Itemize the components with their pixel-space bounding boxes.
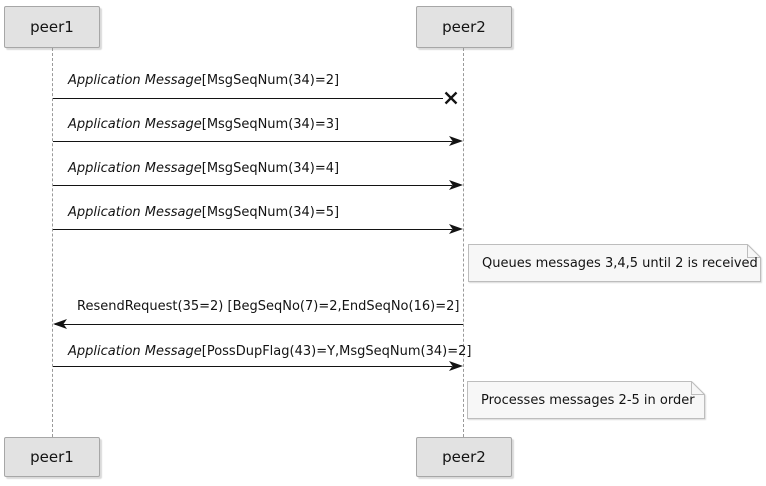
message-label-italic: Application Message [68, 73, 202, 88]
lost-message-x-icon [444, 91, 458, 105]
note-shape-icon [467, 381, 705, 419]
note-shape-icon [468, 244, 761, 282]
arrowhead-right-icon [449, 361, 463, 371]
arrowhead-right-icon [449, 224, 463, 234]
message-line [53, 141, 452, 142]
message-line [53, 185, 452, 186]
participant-label: peer1 [30, 18, 74, 36]
message-label: Application Message[MsgSeqNum(34)=4] [68, 161, 339, 176]
message-label-plain: [MsgSeqNum(34)=3] [201, 117, 340, 132]
arrowhead-left-icon [53, 319, 67, 329]
message-line [53, 98, 443, 99]
arrowhead-right-icon [449, 180, 463, 190]
message-label-plain: [PossDupFlag(43)=Y,MsgSeqNum(34)=2] [201, 344, 472, 359]
message-label-italic: Application Message [68, 344, 202, 359]
participant-peer2-bottom: peer2 [416, 437, 512, 477]
participant-peer1-top: peer1 [4, 6, 100, 48]
note-text: Processes messages 2-5 in order [481, 392, 695, 408]
participant-peer2-top: peer2 [416, 6, 512, 48]
message-line [53, 366, 452, 367]
message-label-plain: [MsgSeqNum(34)=2] [201, 73, 340, 88]
participant-label: peer1 [30, 448, 74, 466]
note-queues-messages: Queues messages 3,4,5 until 2 is receive… [468, 244, 761, 282]
participant-label: peer2 [442, 18, 486, 36]
message-label-plain: ResendRequest(35=2) [BegSeqNo(7)=2,EndSe… [77, 299, 460, 314]
note-text: Queues messages 3,4,5 until 2 is receive… [482, 255, 758, 271]
participant-peer1-bottom: peer1 [4, 437, 100, 477]
message-label-italic: Application Message [68, 205, 202, 220]
message-label: ResendRequest(35=2) [BegSeqNo(7)=2,EndSe… [77, 299, 459, 314]
message-line [55, 324, 463, 325]
lifeline-peer2 [463, 48, 464, 437]
message-label: Application Message[MsgSeqNum(34)=3] [68, 117, 339, 132]
message-label-plain: [MsgSeqNum(34)=4] [201, 161, 340, 176]
participant-label: peer2 [442, 448, 486, 466]
arrowhead-right-icon [449, 136, 463, 146]
message-label: Application Message[MsgSeqNum(34)=2] [68, 73, 339, 88]
message-label: Application Message[PossDupFlag(43)=Y,Ms… [68, 344, 471, 359]
message-line [53, 229, 452, 230]
message-label-italic: Application Message [68, 117, 202, 132]
message-label: Application Message[MsgSeqNum(34)=5] [68, 205, 339, 220]
lifeline-peer1 [52, 48, 53, 437]
message-label-italic: Application Message [68, 161, 202, 176]
note-processes-messages: Processes messages 2-5 in order [467, 381, 705, 419]
message-label-plain: [MsgSeqNum(34)=5] [201, 205, 340, 220]
